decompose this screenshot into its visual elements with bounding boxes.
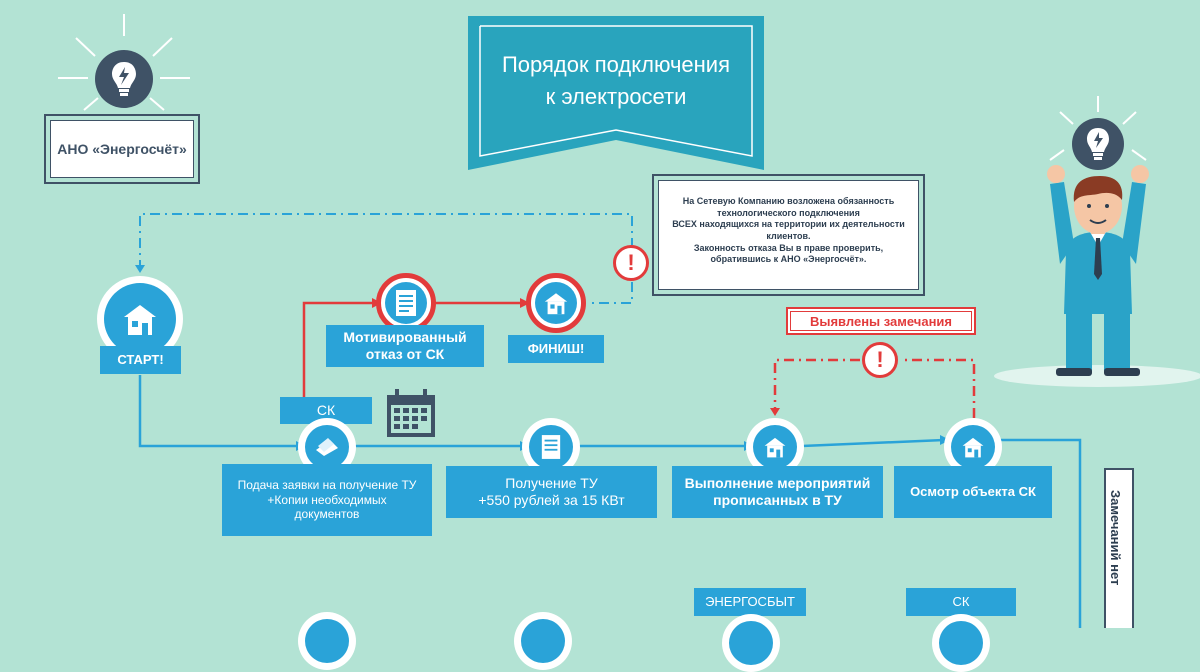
- document-icon: [396, 290, 416, 316]
- title-line-2: к электросети: [545, 84, 687, 109]
- documents-icon: [316, 438, 338, 456]
- warning-icon: !: [613, 245, 649, 281]
- person-illustration: [1040, 114, 1160, 382]
- info-box: На Сетевую Компанию возложена обязанност…: [652, 174, 925, 296]
- logo-label: АНО «Энергосчёт»: [57, 141, 187, 157]
- refusal-label: Мотивированный отказ от СК: [326, 325, 484, 367]
- house-icon: [124, 305, 156, 335]
- bottom-node: [298, 612, 356, 670]
- bottom-node: [514, 612, 572, 670]
- title-banner: Порядок подключения к электросети: [468, 16, 764, 170]
- info-line: обратившись к АНО «Энергосчёт».: [710, 254, 867, 265]
- bottom-node: [932, 614, 990, 672]
- info-line: клиентов.: [766, 231, 811, 242]
- finish-node: [526, 273, 586, 333]
- no-remarks-box: Замечаний нет: [1104, 468, 1134, 628]
- remarks-found-label: Выявлены замечания: [809, 313, 953, 329]
- logo-bulb-icon: [95, 50, 153, 108]
- sk-bottom-tag: СК: [906, 588, 1016, 616]
- info-line: ВСЕХ находящихся на территории их деятел…: [672, 219, 905, 230]
- receive-tu-node: [522, 418, 580, 476]
- refusal-node: [376, 273, 436, 333]
- no-remarks-label: Замечаний нет: [1108, 490, 1123, 586]
- calendar-icon: [385, 387, 437, 439]
- warning-icon: !: [862, 342, 898, 378]
- house-icon: [544, 293, 568, 315]
- house-icon: [764, 437, 786, 458]
- execute-label: Выполнение мероприятий прописанных в ТУ: [672, 466, 883, 518]
- info-line: На Сетевую Компанию возложена обязанност…: [682, 196, 895, 206]
- bottom-node: [722, 614, 780, 672]
- start-label: СТАРТ!: [100, 346, 181, 374]
- title-line-1: Порядок подключения: [501, 52, 731, 77]
- energosbyt-tag: ЭНЕРГОСБЫТ: [694, 588, 806, 616]
- logo-box: АНО «Энергосчёт»: [44, 114, 200, 184]
- house-icon: [962, 437, 984, 458]
- application-label: Подача заявки на получение ТУ +Копии нео…: [222, 464, 432, 536]
- info-line: Законность отказа Вы в праве проверить,: [693, 242, 884, 253]
- inspection-label: Осмотр объекта СК: [894, 466, 1052, 518]
- receive-tu-label: Получение ТУ +550 рублей за 15 КВт: [446, 466, 657, 518]
- info-line: технологического подключения: [717, 207, 860, 218]
- finish-label: ФИНИШ!: [508, 335, 604, 363]
- remarks-found-box: Выявлены замечания: [786, 307, 976, 335]
- document-icon: [541, 435, 561, 459]
